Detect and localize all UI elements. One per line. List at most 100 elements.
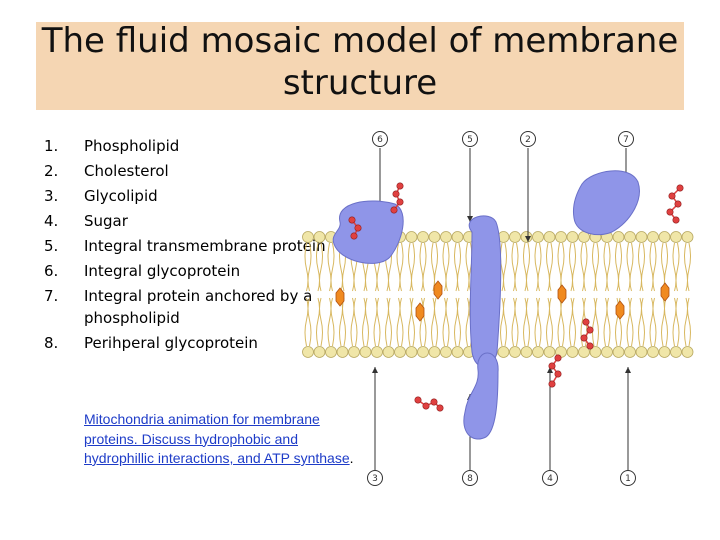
phospholipid-head bbox=[647, 346, 659, 358]
cholesterol bbox=[660, 282, 670, 302]
lipid-tail bbox=[526, 297, 530, 347]
lipid-tail bbox=[434, 297, 438, 347]
link-paragraph: Mitochondria animation for membrane prot… bbox=[84, 410, 364, 469]
lipid-tail bbox=[672, 297, 677, 347]
lipid-tail bbox=[595, 297, 599, 347]
lipid-tail bbox=[514, 297, 519, 347]
lipid-tail bbox=[431, 297, 435, 347]
lipid-tail bbox=[396, 297, 401, 347]
legend-text: Phospholipid bbox=[84, 137, 180, 155]
lipid-tail bbox=[549, 242, 553, 292]
legend-text: Glycolipid bbox=[84, 187, 158, 205]
phospholipid-head bbox=[589, 346, 602, 358]
sugar-unit bbox=[582, 318, 590, 326]
phospholipid-head bbox=[336, 346, 349, 358]
sugar-unit bbox=[414, 396, 422, 404]
lipid-tail bbox=[592, 242, 596, 292]
phospholipid-head bbox=[348, 346, 360, 358]
lipid-tail bbox=[445, 297, 450, 347]
sugar-unit bbox=[586, 326, 594, 334]
sugar-unit bbox=[354, 224, 362, 232]
sugar-unit bbox=[396, 198, 404, 206]
lipid-tail bbox=[560, 242, 565, 292]
lipid-tail bbox=[687, 242, 691, 292]
lipid-tail bbox=[684, 297, 688, 347]
lipid-tail bbox=[675, 297, 680, 347]
phospholipid-head bbox=[532, 346, 544, 358]
legend-text: Integral protein anchored by a phospholi… bbox=[84, 287, 313, 327]
lipid-tail bbox=[419, 242, 424, 292]
callout-circle bbox=[462, 470, 478, 486]
arrowhead bbox=[467, 216, 473, 222]
lipid-tail bbox=[638, 242, 642, 292]
animation-link[interactable]: Mitochondria animation for membrane prot… bbox=[84, 411, 350, 466]
lipid-tail bbox=[675, 242, 680, 292]
lipid-tail bbox=[626, 297, 631, 347]
lipid-tail bbox=[327, 297, 332, 347]
legend-item: 6.Integral glycoprotein bbox=[44, 259, 344, 284]
lipid-tail bbox=[618, 242, 622, 292]
sugar-unit bbox=[672, 216, 680, 224]
lipid-tail bbox=[422, 297, 427, 347]
sugar-unit bbox=[554, 354, 562, 362]
lipid-tail bbox=[365, 297, 369, 347]
phospholipid-head bbox=[440, 346, 452, 358]
legend-item: 1.Phospholipid bbox=[44, 134, 344, 159]
legend-number: 2. bbox=[44, 162, 59, 180]
lipid-tail bbox=[615, 242, 619, 292]
phospholipid-head bbox=[417, 231, 429, 243]
phospholipid-head bbox=[612, 231, 625, 243]
glycoprotein-right bbox=[573, 170, 640, 236]
glycoprotein-left bbox=[332, 200, 404, 264]
legend-text: Integral glycoprotein bbox=[84, 262, 241, 280]
sugar-unit bbox=[676, 184, 684, 192]
legend-number: 3. bbox=[44, 187, 59, 205]
arrowhead bbox=[625, 367, 631, 373]
callout-circle bbox=[618, 131, 634, 147]
lipid-tail bbox=[454, 297, 458, 347]
lipid-tail bbox=[687, 297, 691, 347]
lipid-tail bbox=[537, 297, 542, 347]
lipid-tail bbox=[549, 297, 553, 347]
sugar-chain bbox=[417, 399, 441, 409]
phospholipid-head bbox=[670, 231, 682, 243]
transmembrane-protein bbox=[463, 215, 502, 440]
callout-circle bbox=[520, 131, 536, 147]
lipid-tail bbox=[408, 297, 412, 347]
legend-item: 5.Integral transmembrane protein bbox=[44, 234, 344, 259]
sugar-unit bbox=[668, 192, 676, 200]
lipid-tail bbox=[399, 297, 404, 347]
cholesterol bbox=[335, 287, 345, 307]
legend-number: 5. bbox=[44, 237, 59, 255]
sugar-unit bbox=[430, 398, 438, 406]
lipid-tail bbox=[523, 297, 527, 347]
phospholipid-head bbox=[428, 231, 441, 243]
callout-label: 4 bbox=[547, 474, 553, 484]
sugar-unit bbox=[548, 362, 556, 370]
sugar-unit bbox=[674, 200, 682, 208]
phospholipid-head bbox=[509, 231, 521, 243]
lipid-tail bbox=[431, 242, 435, 292]
legend-text: Sugar bbox=[84, 212, 128, 230]
legend-item: 2.Cholesterol bbox=[44, 159, 344, 184]
lipid-tail bbox=[569, 242, 573, 292]
lipid-tail bbox=[342, 297, 346, 347]
lipid-tail bbox=[376, 297, 381, 347]
sugar-unit bbox=[586, 342, 594, 350]
lipid-tail bbox=[419, 297, 424, 347]
sugar-unit bbox=[554, 370, 562, 378]
lipid-tail bbox=[523, 242, 527, 292]
phospholipid-head bbox=[658, 346, 671, 358]
lipid-tail bbox=[603, 242, 608, 292]
link-trailing-period: . bbox=[349, 450, 354, 466]
phospholipid-head bbox=[451, 346, 464, 358]
sugar-chain bbox=[393, 185, 401, 211]
sugar-unit bbox=[436, 404, 444, 412]
legend-number: 8. bbox=[44, 334, 59, 352]
phospholipid-head bbox=[313, 231, 326, 243]
lipid-tail bbox=[465, 297, 470, 347]
lipid-tail bbox=[307, 242, 312, 292]
sugar-unit bbox=[548, 380, 556, 388]
phospholipid-head bbox=[509, 346, 521, 358]
